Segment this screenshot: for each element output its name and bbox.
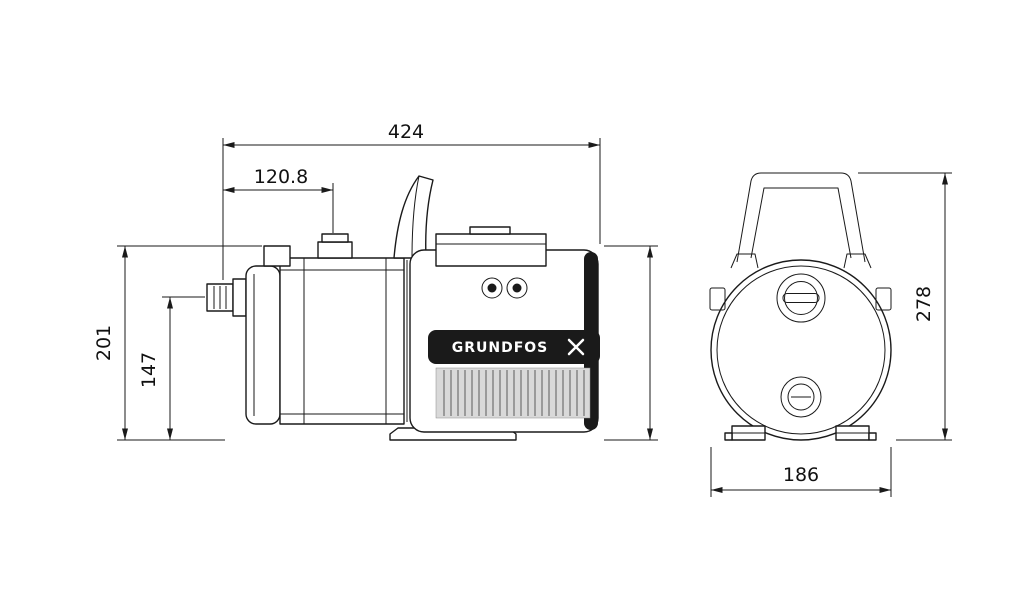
grundfos-logo-text: GRUNDFOS — [452, 340, 549, 356]
filler-plug-ring — [784, 281, 818, 315]
cable-gland-right-dot — [512, 283, 522, 293]
dim-label-port-offset: 120.8 — [254, 166, 308, 188]
tank-outer-circle — [710, 259, 892, 441]
body-top-boss — [263, 245, 291, 267]
dim-label-overall-length: 424 — [388, 121, 424, 143]
priming-plug — [317, 241, 353, 259]
clip-right — [875, 287, 892, 311]
cable-gland-left — [481, 277, 503, 299]
dimensions: 424 120.8 201 147 278 — [93, 121, 952, 497]
foot-tab-right — [868, 432, 877, 441]
dim-port-height: 147 — [138, 296, 205, 440]
pump-body — [279, 257, 405, 425]
motor-fins — [435, 367, 591, 419]
pump-side-view: GRUNDFOS — [206, 175, 600, 441]
inlet-thread-lines — [213, 286, 227, 309]
dim-height-right — [604, 245, 658, 441]
carry-handle-front-outer — [736, 172, 866, 263]
dim-label-total-height: 278 — [913, 286, 935, 322]
carry-handle-side-edge — [411, 175, 420, 259]
pump-front-cover — [245, 265, 281, 425]
inlet-flange — [232, 278, 247, 317]
carry-handle-front-inner — [750, 187, 852, 259]
pump-front-view — [709, 172, 892, 441]
drain-port-outer — [780, 376, 822, 418]
dim-port-offset: 120.8 — [223, 166, 334, 233]
terminal-box-top-boss — [469, 226, 511, 235]
dim-label-overall-width: 186 — [783, 464, 819, 486]
dim-overall-width: 186 — [710, 447, 892, 497]
pump-body-lines — [280, 258, 404, 424]
drain-port-inner — [787, 383, 815, 411]
clip-left — [709, 287, 726, 311]
dim-total-height: 278 — [858, 172, 952, 441]
filler-plug-outer — [776, 273, 826, 323]
handle-mount-right — [843, 253, 872, 269]
dim-label-pump-height: 201 — [93, 325, 115, 361]
cable-gland-right — [506, 277, 528, 299]
tank-inner-circle — [716, 265, 886, 435]
priming-plug-cap — [321, 233, 349, 243]
grundfos-symbol-icon — [567, 338, 585, 356]
logo-band — [428, 330, 600, 364]
terminal-box — [435, 233, 547, 267]
handle-mount-left — [730, 253, 759, 269]
filler-plug-slot — [782, 293, 820, 303]
dim-label-port-height: 147 — [138, 352, 160, 388]
cable-gland-left-dot — [487, 283, 497, 293]
dim-overall-length: 424 — [222, 121, 601, 280]
foot-tab-left — [724, 432, 733, 441]
dim-pump-height: 201 — [93, 245, 262, 441]
